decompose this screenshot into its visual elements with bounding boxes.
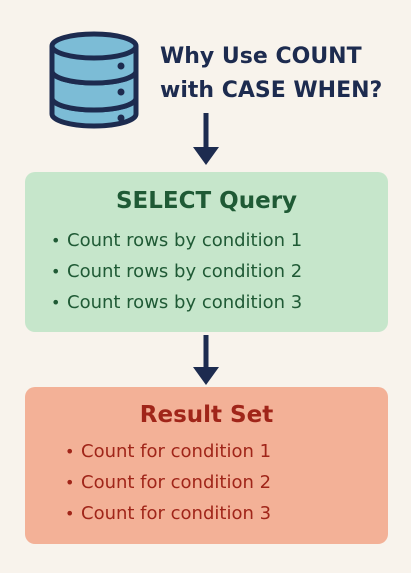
database-icon — [49, 31, 139, 129]
list-item: • Count for condition 2 — [65, 467, 388, 498]
diagram-title: Why Use COUNT with CASE WHEN? — [160, 40, 400, 108]
list-item-text: Count rows by condition 1 — [67, 230, 303, 251]
list-item-text: Count rows by condition 3 — [67, 292, 303, 313]
list-item-text: Count rows by condition 2 — [67, 261, 303, 282]
bullet-icon: • — [51, 262, 61, 281]
bullet-icon: • — [51, 231, 61, 250]
bullet-icon: • — [51, 293, 61, 312]
down-arrow-icon — [193, 113, 219, 165]
list-item: • Count for condition 1 — [65, 436, 388, 467]
list-item-text: Count for condition 1 — [81, 441, 272, 462]
header: Why Use COUNT with CASE WHEN? — [0, 0, 411, 140]
list-item: • Count for condition 3 — [65, 498, 388, 529]
bullet-icon: • — [65, 473, 75, 492]
list-item: • Count rows by condition 2 — [51, 256, 388, 287]
result-set-box: Result Set • Count for condition 1 • Count… — [25, 387, 388, 544]
select-query-title: SELECT Query — [115, 188, 298, 214]
title-line-2: with CASE WHEN? — [160, 78, 383, 103]
down-arrow-icon — [193, 335, 219, 385]
list-item-text: Count for condition 3 — [81, 503, 272, 524]
bullet-icon: • — [65, 504, 75, 523]
select-query-box: SELECT Query • Count rows by condition 1 … — [25, 172, 388, 332]
result-set-title: Result Set — [139, 402, 274, 428]
bullet-icon: • — [65, 442, 75, 461]
list-item-text: Count for condition 2 — [81, 472, 272, 493]
title-line-1: Why Use COUNT — [160, 44, 362, 69]
list-item: • Count rows by condition 3 — [51, 287, 388, 318]
select-query-list: • Count rows by condition 1 • Count rows b… — [25, 225, 388, 318]
list-item: • Count rows by condition 1 — [51, 225, 388, 256]
result-set-list: • Count for condition 1 • Count for condit… — [25, 436, 388, 529]
